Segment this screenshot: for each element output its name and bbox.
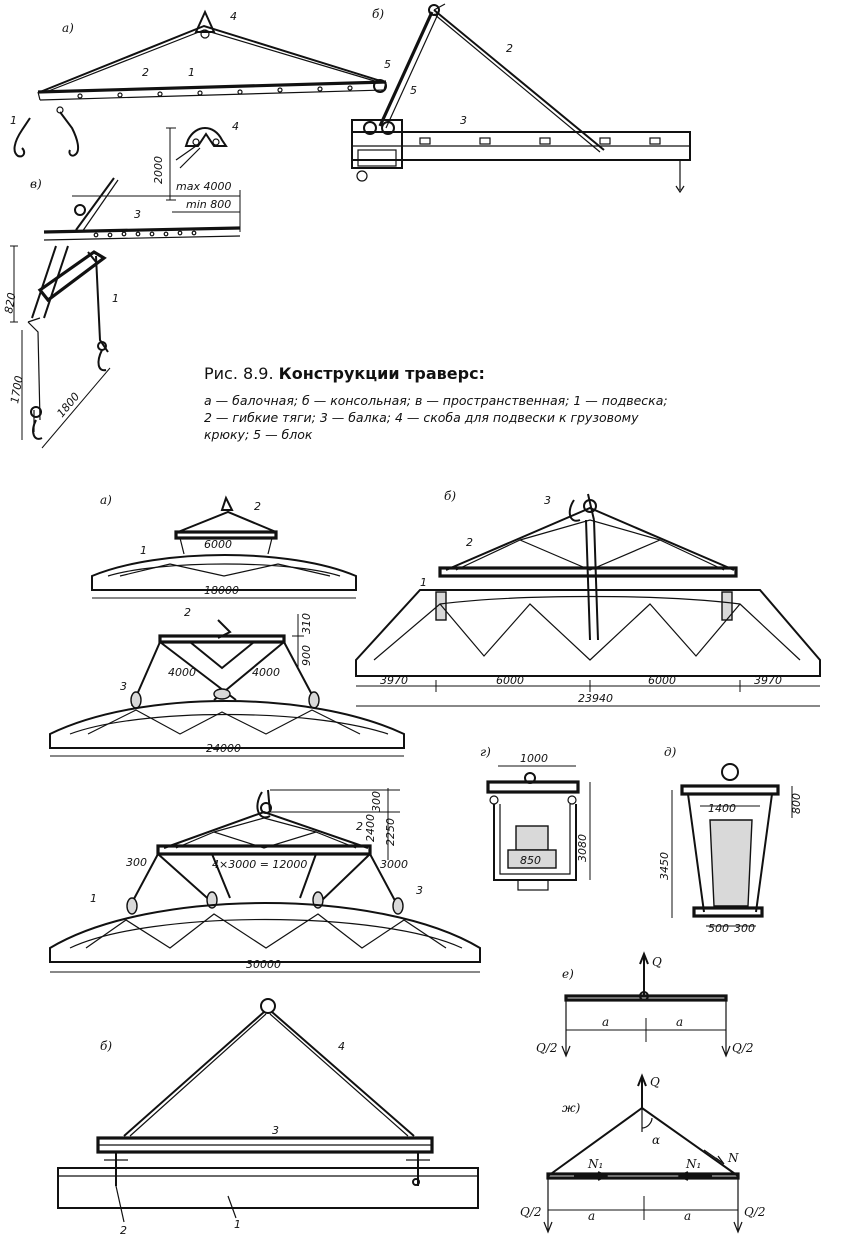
- part-3v-label: 3: [134, 208, 141, 221]
- part-1v-label: 1: [112, 292, 119, 305]
- truss-c-part2: 2: [356, 820, 363, 833]
- part-2-label: 2: [142, 66, 149, 79]
- view-b-cantilever-traverse: б) 2 3 5: [351, 3, 691, 194]
- view-zh-label: ж): [562, 1101, 581, 1115]
- view-g: г) 1000 850 3080: [480, 745, 591, 891]
- dim-3970-left: 3970: [380, 674, 408, 687]
- span-a-zh2: a: [684, 1209, 691, 1223]
- bottom-part4: 4: [338, 1040, 345, 1053]
- truss-view-a: а) 2 6000 18000 1 310 900 2 4000 4000 3: [49, 493, 405, 757]
- dim-4000-left: 4000: [168, 666, 196, 679]
- span-a-zh1: a: [588, 1209, 595, 1223]
- force-Q2-right-e: Q/2: [732, 1041, 754, 1055]
- part-1-label: 1: [188, 66, 195, 79]
- force-N1-right: N₁: [685, 1157, 701, 1171]
- truss-b-part1: 1: [420, 576, 427, 589]
- force-N1-left: N₁: [587, 1157, 603, 1171]
- truss-a-label: а): [100, 493, 112, 507]
- dim-max4000: max 4000: [176, 180, 231, 193]
- truss-a2-part2: 2: [184, 606, 191, 619]
- span-a-e2: a: [676, 1015, 683, 1029]
- dim-12000: 4×3000 = 12000: [212, 858, 307, 871]
- bottom-part1: 1: [234, 1218, 241, 1231]
- dim-6000: 6000: [204, 538, 232, 551]
- dim-2400: 2400: [364, 814, 377, 842]
- figure-caption-body: а — балочная; б — консольная; в — простр…: [204, 393, 668, 442]
- part-2c-label: 2: [506, 42, 513, 55]
- truss-a2-part3: 3: [120, 680, 127, 693]
- truss-b-part2: 2: [466, 536, 473, 549]
- view-b-label: б): [372, 7, 384, 21]
- dim-30000: 30000: [246, 958, 281, 971]
- part-1b-label: 1: [10, 114, 17, 127]
- bottom-view-slab-traverse: б) 4 3 2 1: [57, 998, 479, 1237]
- part-5c-label: 5: [410, 84, 417, 97]
- dim-1700: 1700: [8, 375, 26, 405]
- dim-300-left: 300: [126, 856, 147, 869]
- truss-a-part2: 2: [254, 500, 261, 513]
- dim-300: 300: [734, 922, 755, 935]
- dim-23940: 23940: [578, 692, 613, 705]
- dim-min800: min 800: [186, 198, 231, 211]
- dim-4000-right: 4000: [252, 666, 280, 679]
- bottom-label: б): [100, 1039, 112, 1053]
- view-a-label: а): [62, 21, 74, 35]
- figure-title: Конструкции траверс:: [278, 364, 485, 383]
- view-e-label: е): [562, 967, 574, 981]
- view-e-force-diagram: е) Q a a Q/2 Q/2: [536, 951, 754, 1058]
- part-4-label: 4: [230, 10, 237, 23]
- truss-view-b: б) 3 2 1 3970 6000 6000 3970 23940: [355, 489, 821, 707]
- dim-500: 500: [708, 922, 729, 935]
- truss-c-part3: 3: [416, 884, 423, 897]
- part-4b-label: 4: [232, 120, 239, 133]
- truss-b-label: б): [444, 489, 456, 503]
- figure-number: Рис. 8.9.: [204, 364, 274, 383]
- force-Q2-right-zh: Q/2: [744, 1205, 766, 1219]
- view-zh-force-diagram: ж) Q α N N₁ N₁ a a Q/2 Q/2: [520, 1073, 766, 1234]
- truss-view-c: 300 2400 2250 2 300 4×3000 = 12000 3000 …: [49, 788, 481, 973]
- force-Q2-left-zh: Q/2: [520, 1205, 542, 1219]
- dim-300-top: 300: [370, 791, 383, 812]
- dim-820: 820: [2, 292, 18, 315]
- span-a-e1: a: [602, 1015, 609, 1029]
- view-d-label: д): [664, 745, 677, 759]
- dim-3450: 3450: [658, 852, 671, 880]
- dim-850: 850: [520, 854, 541, 867]
- part-3c-label: 3: [460, 114, 467, 127]
- view-v-label: в): [30, 177, 42, 191]
- dim-6000-right: 6000: [648, 674, 676, 687]
- dim-2000: 2000: [152, 156, 165, 184]
- dim-1400: 1400: [708, 802, 736, 815]
- truss-a-part1: 1: [140, 544, 147, 557]
- dim-1000: 1000: [520, 752, 548, 765]
- dim-18000: 18000: [204, 584, 239, 597]
- force-Q-e: Q: [652, 955, 662, 969]
- angle-alpha: α: [652, 1133, 660, 1147]
- dim-3080: 3080: [576, 834, 589, 862]
- truss-b-part3: 3: [544, 494, 551, 507]
- part-5-label: 5: [384, 58, 391, 71]
- dim-24000: 24000: [206, 742, 241, 755]
- dim-3000: 3000: [380, 858, 408, 871]
- force-Q-zh: Q: [650, 1075, 660, 1089]
- dim-310: 310: [300, 613, 313, 634]
- force-Q2-left-e: Q/2: [536, 1041, 558, 1055]
- dim-800: 800: [790, 793, 803, 814]
- bottom-part2: 2: [120, 1224, 127, 1237]
- dim-6000-left: 6000: [496, 674, 524, 687]
- view-d: д) 1400 800 3450 500 300: [658, 745, 803, 935]
- view-a-beam-traverse: а) 4 2 1 5 1: [10, 9, 391, 158]
- view-g-label: г): [480, 745, 491, 759]
- dim-2250: 2250: [384, 818, 397, 846]
- force-N: N: [727, 1151, 739, 1165]
- figure-caption-title: Рис. 8.9. Конструкции траверс:: [204, 364, 485, 383]
- bottom-part3: 3: [272, 1124, 279, 1137]
- shackle-detail: 2000 4: [152, 120, 239, 201]
- truss-c-part1: 1: [90, 892, 97, 905]
- dim-900: 900: [300, 645, 313, 666]
- dim-3970-right: 3970: [754, 674, 782, 687]
